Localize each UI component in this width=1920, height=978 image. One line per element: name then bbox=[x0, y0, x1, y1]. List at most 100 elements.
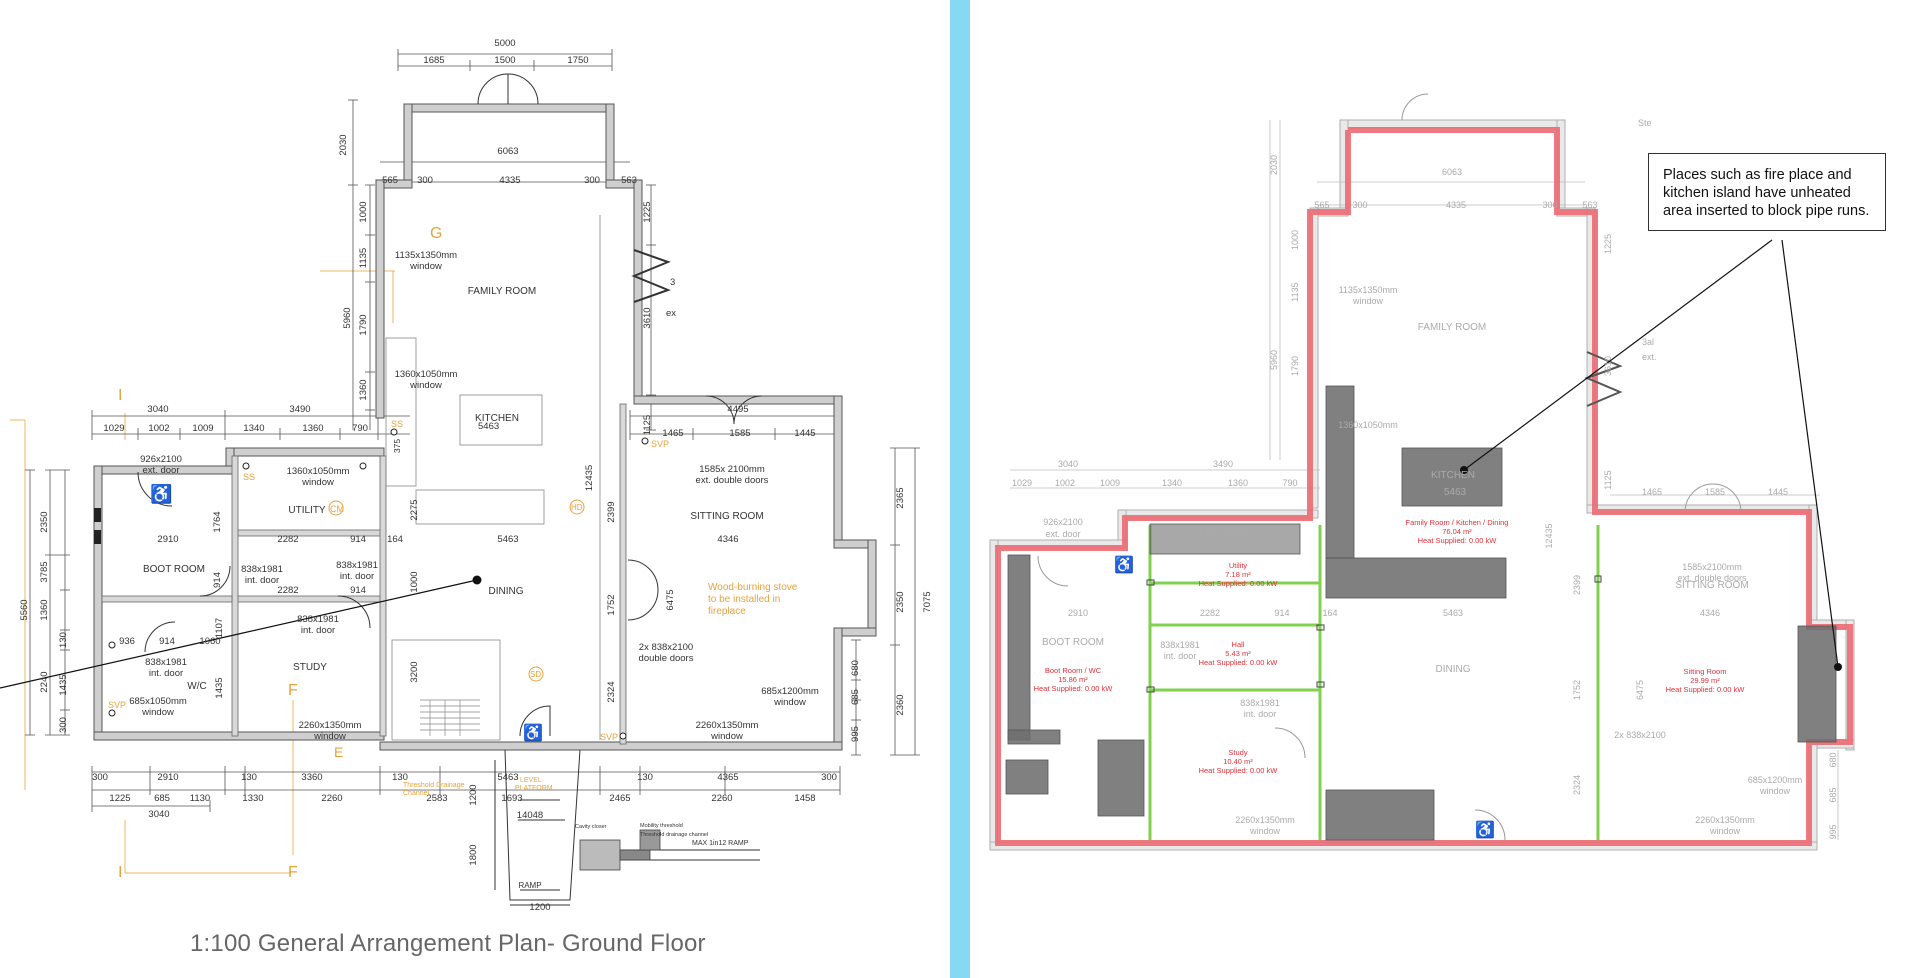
right-heating-plan-panel: FAMILY ROOM KITCHEN 5463 DINING SITTING … bbox=[970, 0, 1920, 978]
dim-1009: 1009 bbox=[192, 423, 213, 434]
dim-12435: 12435 bbox=[584, 465, 595, 491]
grid-label-i-bottom: I bbox=[118, 864, 122, 881]
dim-2350b: 2350 bbox=[895, 591, 906, 612]
label-svp-b: SVP bbox=[108, 700, 126, 710]
faded-win-f-word: window bbox=[1759, 786, 1791, 796]
faded-d5960: 5960 bbox=[1269, 350, 1279, 370]
faded-door-d: ext. door bbox=[1045, 529, 1080, 539]
dim-5000: 5000 bbox=[494, 38, 515, 49]
label-int-door-b: int. door bbox=[340, 571, 374, 582]
bdim-1225: 1225 bbox=[109, 793, 130, 804]
bdim-1200b: 1200 bbox=[529, 902, 550, 913]
dim-1585: 1585 bbox=[729, 428, 750, 439]
drawing-title: 1:100 General Arrangement Plan- Ground F… bbox=[190, 930, 706, 957]
dim-1340: 1340 bbox=[243, 423, 264, 434]
label-window-685-b-word: window bbox=[773, 697, 806, 708]
dim-2282: 2282 bbox=[277, 534, 298, 545]
label-window-2260-a-word: window bbox=[313, 731, 346, 742]
dim-2399: 2399 bbox=[606, 501, 617, 522]
label-cavity-closer: Cavity closer bbox=[575, 824, 607, 830]
faded-kitchen: KITCHEN bbox=[1431, 470, 1475, 481]
faded-d1585: 1585 bbox=[1705, 487, 1725, 497]
dim-2365: 2365 bbox=[895, 487, 906, 508]
faded-ste: Ste bbox=[1638, 118, 1652, 128]
dim-1002: 1002 bbox=[148, 423, 169, 434]
faded-d2399: 2399 bbox=[1572, 575, 1582, 595]
heating-zone-plan-drawing: FAMILY ROOM KITCHEN 5463 DINING SITTING … bbox=[989, 93, 1855, 851]
dim-1135: 1135 bbox=[358, 248, 369, 268]
dim-2030: 2030 bbox=[338, 134, 349, 155]
faded-d2282: 2282 bbox=[1200, 608, 1220, 618]
faded-dbl-a: 2x 838x2100 bbox=[1614, 730, 1666, 740]
grid-label-g: G bbox=[430, 225, 442, 242]
zone-boot-heat: Heat Supplied: 0.00 kW bbox=[1034, 684, 1114, 693]
faded-d995: 995 bbox=[1828, 824, 1838, 839]
label-int-door-c: int. door bbox=[301, 625, 335, 636]
label-window-2260-a: 2260x1350mm bbox=[299, 720, 362, 731]
bdim-5463: 5463 bbox=[497, 772, 518, 783]
bdim-685: 685 bbox=[154, 793, 170, 804]
dim-1685: 1685 bbox=[423, 55, 444, 66]
dim-5960: 5960 bbox=[342, 307, 353, 328]
room-study: STUDY bbox=[293, 662, 327, 673]
faded-d1360: 1360 bbox=[1228, 478, 1248, 488]
dim-1465: 1465 bbox=[662, 428, 683, 439]
dim-1752: 1752 bbox=[606, 594, 617, 615]
label-stove-1: Wood-burning stove bbox=[708, 582, 798, 593]
label-door-838-b: 838x1981 bbox=[336, 560, 378, 571]
faded-door-f2: int. door bbox=[1244, 709, 1277, 719]
dim-1790: 1790 bbox=[358, 314, 369, 335]
label-threshold-drainage-channel: Threshold drainage channel bbox=[640, 832, 708, 838]
faded-kitchen-dim: 5463 bbox=[1444, 487, 1467, 498]
dim-5463: 5463 bbox=[497, 534, 518, 545]
wheelchair-icon: ♿ bbox=[150, 483, 172, 504]
dim-2282b: 2282 bbox=[277, 585, 298, 596]
zone-family-area: 76.04 m² bbox=[1442, 527, 1472, 536]
bdim-4365: 4365 bbox=[717, 772, 738, 783]
label-window-2260-b-word: window bbox=[710, 731, 743, 742]
faded-door-e: 838x1981 bbox=[1160, 640, 1200, 650]
dim-914b: 914 bbox=[350, 585, 366, 596]
dim-1500: 1500 bbox=[494, 55, 515, 66]
bdim-2465: 2465 bbox=[609, 793, 630, 804]
faded-d565: 565 bbox=[1314, 200, 1329, 210]
faded-d2030: 2030 bbox=[1269, 155, 1279, 175]
dim-2350: 2350 bbox=[39, 511, 50, 532]
bdim-1200: 1200 bbox=[468, 784, 479, 805]
faded-d680: 680 bbox=[1828, 752, 1838, 767]
bdim-1800: 1800 bbox=[468, 844, 479, 865]
faded-d12435: 12435 bbox=[1544, 523, 1554, 548]
room-sitting-room: SITTING ROOM bbox=[690, 511, 763, 522]
label-ext-3: 3 bbox=[670, 277, 675, 288]
label-ss: SS bbox=[391, 419, 403, 429]
label-level-2: PLATFORM bbox=[515, 785, 553, 792]
faded-d1125: 1125 bbox=[1603, 470, 1613, 489]
dim-300: 300 bbox=[417, 175, 433, 186]
label-window-1360-a: 1360x1050mm bbox=[395, 369, 458, 380]
label-window-1360-b: 1360x1050mm bbox=[287, 466, 350, 477]
faded-win-f: 685x1200mm bbox=[1748, 775, 1803, 785]
bdim-130b: 130 bbox=[392, 772, 408, 783]
room-family-room: FAMILY ROOM bbox=[468, 286, 537, 297]
label-ss-b: SS bbox=[243, 472, 255, 482]
label-int-door-d: int. door bbox=[149, 668, 183, 679]
faded-window-d: 1360x1050mm bbox=[1198, 528, 1258, 538]
dim-914-vert: 914 bbox=[212, 572, 223, 588]
faded-sitting-room: SITTING ROOM bbox=[1675, 580, 1748, 591]
label-ext-door: ext. door bbox=[143, 465, 180, 476]
dim-2324: 2324 bbox=[606, 681, 617, 702]
dim-1225: 1225 bbox=[642, 201, 653, 222]
faded-d300b: 300 bbox=[1542, 200, 1557, 210]
label-sd: SD bbox=[530, 670, 541, 679]
dim-2240: 2240 bbox=[39, 671, 50, 692]
label-stove-3: fireplace bbox=[708, 606, 746, 617]
faded-d914: 914 bbox=[1274, 608, 1289, 618]
dim-4495: 4495 bbox=[727, 404, 748, 415]
dim-2275: 2275 bbox=[409, 499, 420, 520]
label-double-doors-2x838: 2x 838x2100 bbox=[639, 642, 693, 653]
label-window-word: window bbox=[409, 261, 442, 272]
dim-1060: 1060 bbox=[199, 636, 220, 647]
dim-130: 130 bbox=[58, 632, 69, 648]
dim-2910: 2910 bbox=[157, 534, 178, 545]
dim-685: 685 bbox=[850, 689, 861, 705]
